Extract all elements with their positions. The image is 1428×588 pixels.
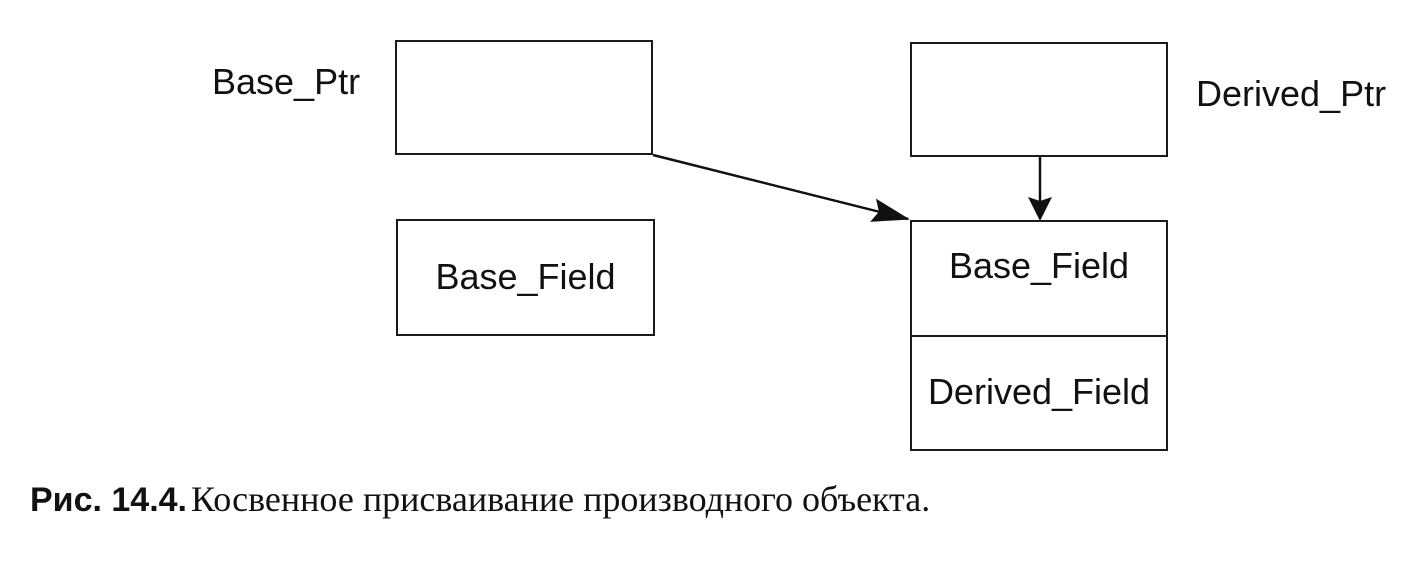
base-ptr-box (395, 40, 653, 155)
derived-object-derived-part: Derived_Field (910, 335, 1168, 451)
caption-number: Рис. 14.4. (30, 481, 188, 519)
derived-object-derived-field: Derived_Field (927, 371, 1151, 412)
base-ptr-label: Base_Ptr (212, 61, 361, 102)
base-object-field: Base_Field (435, 256, 616, 297)
base-object-box: Base_Field (396, 219, 655, 336)
base-ptr-arrow (652, 153, 910, 222)
caption-text: Косвенное присваивание производного объе… (191, 479, 931, 519)
figure-caption: Рис. 14.4. Косвенное присваивание произв… (30, 478, 930, 520)
derived-ptr-label: Derived_Ptr (1196, 73, 1387, 114)
derived-object-base-field: Base_Field (948, 245, 1130, 286)
derived-ptr-box (910, 42, 1168, 157)
